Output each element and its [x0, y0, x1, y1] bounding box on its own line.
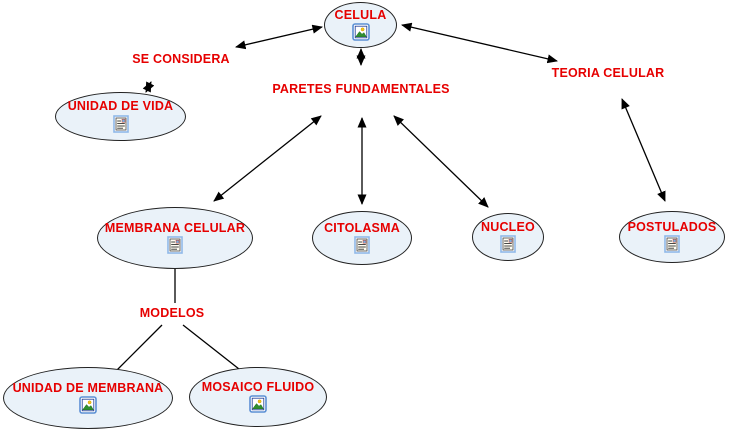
node-label: UNIDAD DE MEMBRANA: [12, 380, 164, 395]
node-label: MEMBRANA CELULAR: [104, 220, 246, 235]
connector-teoria-postulados[interactable]: [621, 98, 666, 202]
connector-paretes-nucleo[interactable]: [393, 115, 489, 208]
document-icon[interactable]: [354, 236, 370, 255]
link-label-modelos[interactable]: MODELOS: [139, 306, 205, 320]
document-icon[interactable]: [500, 235, 516, 254]
connector-modelos-mosaico-fluido[interactable]: [182, 324, 240, 370]
connector-modelos-unidad-membrana[interactable]: [115, 324, 163, 372]
connector-celula-teoria-celular[interactable]: [401, 22, 558, 64]
link-label-teoria-celular[interactable]: TEORIA CELULAR: [551, 66, 665, 80]
node-mosaico-fluido[interactable]: MOSAICO FLUIDO: [189, 367, 327, 427]
connector-celula-se-considera[interactable]: [235, 24, 323, 50]
node-label: NUCLEO: [481, 219, 535, 234]
node-citolasma[interactable]: CITOLASMA: [312, 211, 412, 265]
node-label: POSTULADOS: [627, 219, 717, 234]
link-label-se-considera[interactable]: SE CONSIDERA: [132, 52, 230, 66]
node-label: CELULA: [334, 7, 387, 22]
picture-icon[interactable]: [79, 396, 97, 415]
connector-paretes-membrana[interactable]: [213, 115, 322, 202]
node-unidad-de-membrana[interactable]: UNIDAD DE MEMBRANA: [3, 367, 173, 429]
node-label: UNIDAD DE VIDA: [67, 99, 174, 114]
node-label: CITOLASMA: [324, 220, 400, 235]
node-celula[interactable]: CELULA: [324, 2, 397, 48]
document-icon[interactable]: [664, 235, 680, 254]
node-membrana-celular[interactable]: MEMBRANA CELULAR: [97, 207, 253, 269]
picture-icon[interactable]: [249, 395, 267, 414]
link-label-paretes-fundamentales[interactable]: PARETES FUNDAMENTALES: [272, 82, 450, 96]
node-postulados[interactable]: POSTULADOS: [619, 211, 725, 263]
connector-se-considera-unidad-vida[interactable]: [142, 81, 155, 93]
node-nucleo[interactable]: NUCLEO: [472, 213, 544, 261]
picture-icon[interactable]: [351, 23, 370, 42]
document-icon[interactable]: [167, 236, 183, 255]
document-icon[interactable]: [112, 115, 129, 133]
node-unidad-de-vida[interactable]: UNIDAD DE VIDA: [55, 92, 186, 141]
node-label: MOSAICO FLUIDO: [201, 379, 315, 394]
